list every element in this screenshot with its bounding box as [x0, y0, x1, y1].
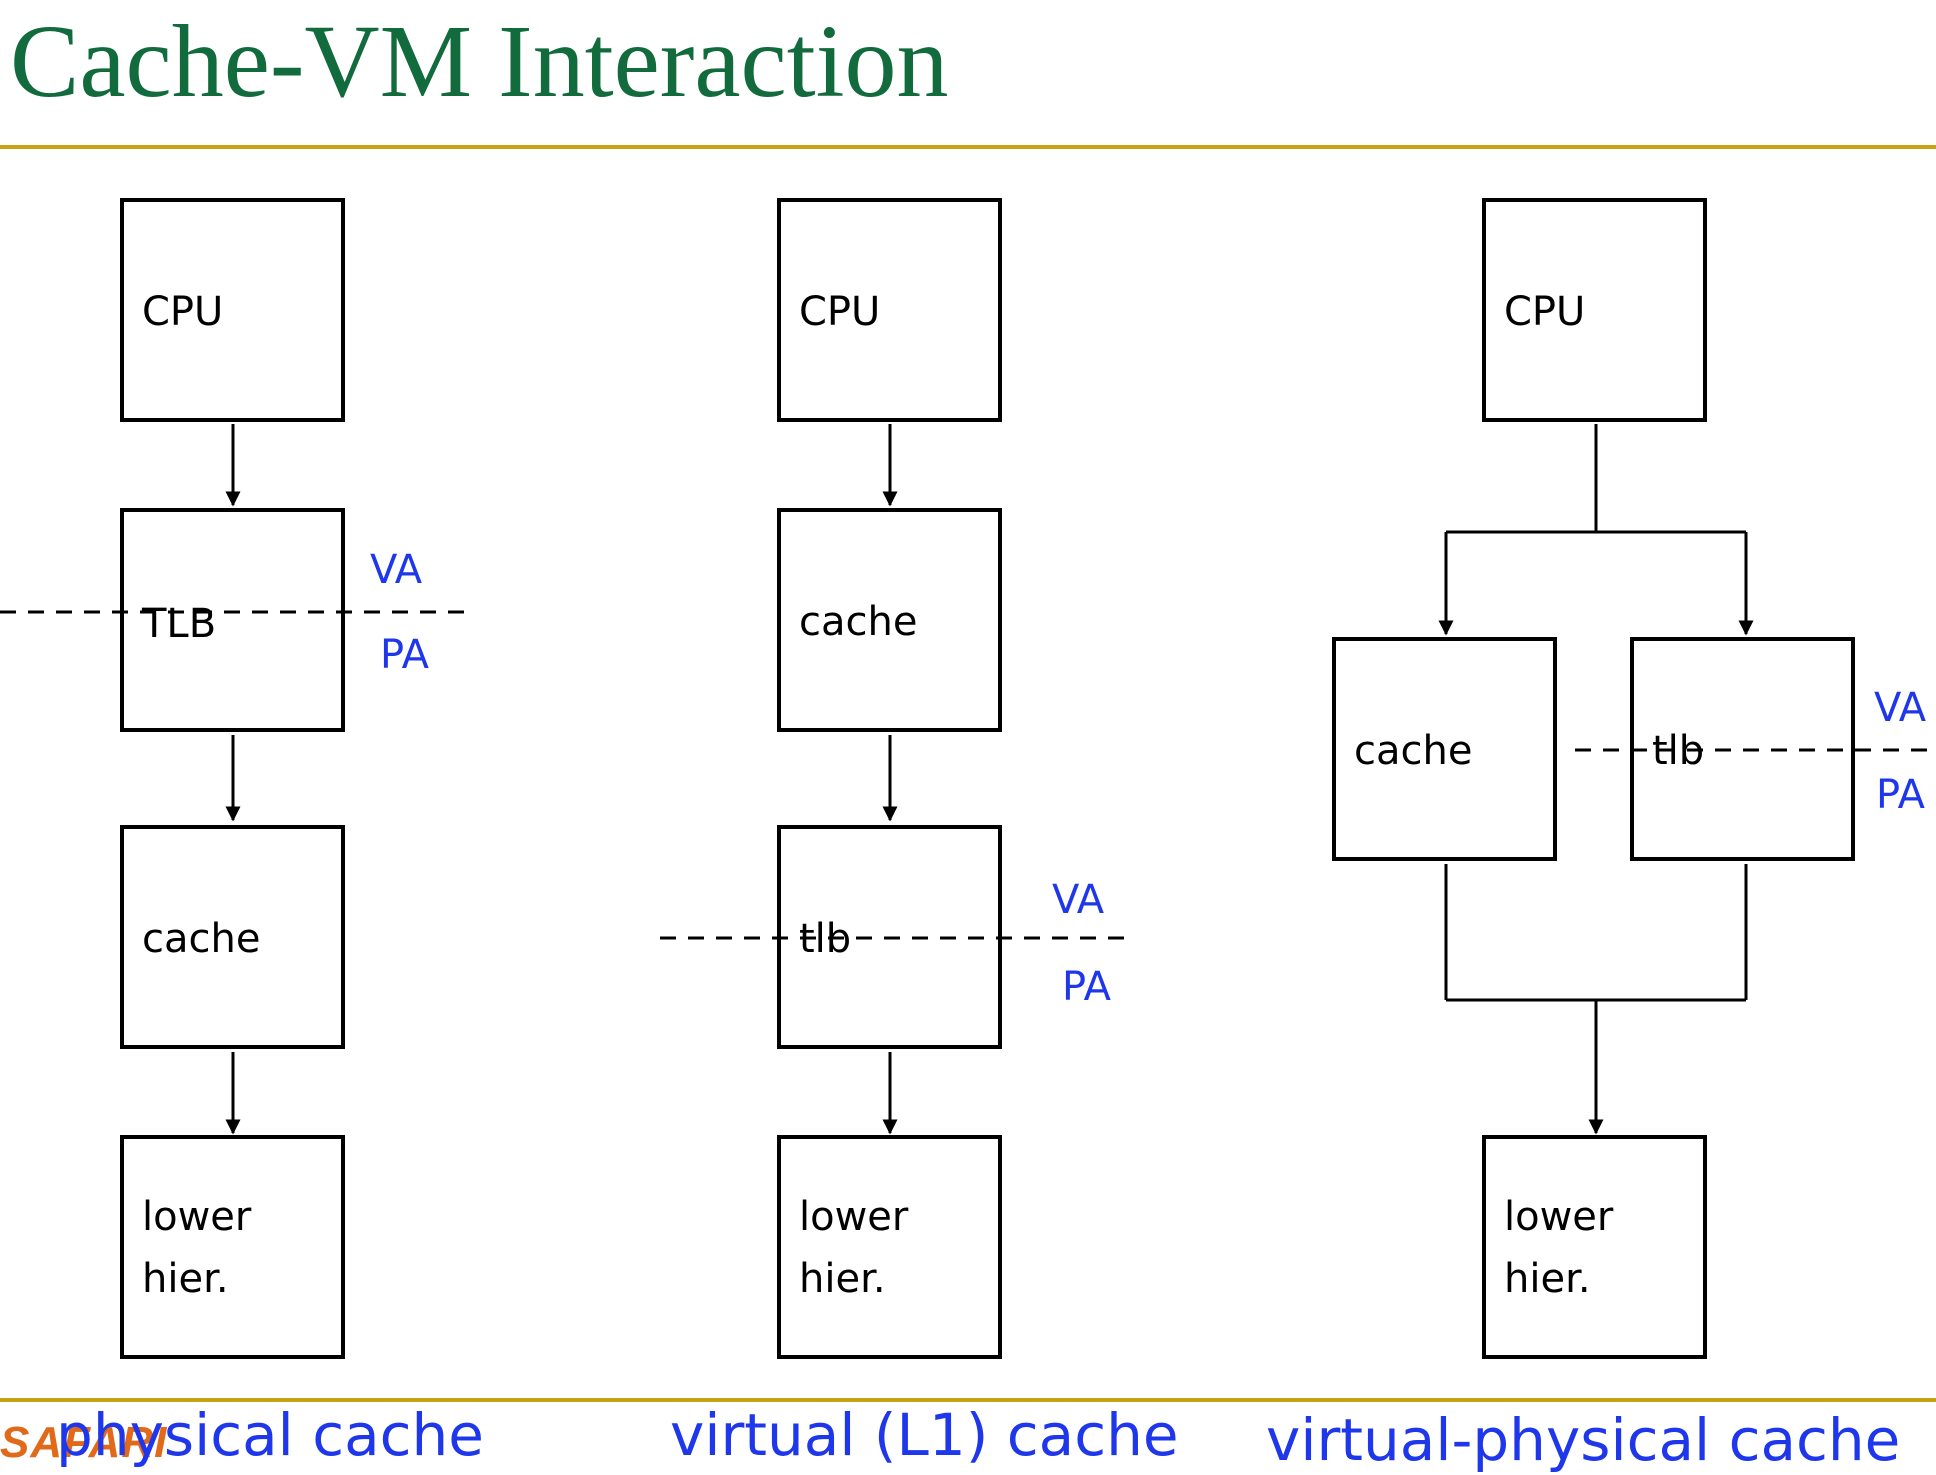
cpu-box-virtual — [777, 198, 1002, 422]
lower-hier-label: lower hier. — [799, 1194, 909, 1302]
slide-title: Cache-VM Interaction — [10, 4, 949, 119]
pa-label-physical: PA — [380, 632, 429, 678]
caption-physical-cache: physical cache — [56, 1401, 484, 1469]
safari-logo: SAFARI — [0, 1418, 168, 1467]
lower-hier-label: lower hier. — [1504, 1194, 1614, 1302]
lower-hier-label: lower hier. — [142, 1194, 252, 1302]
cache-box-vp — [1332, 637, 1557, 861]
tlb-label: tlb — [799, 916, 852, 962]
cpu-label: CPU — [142, 289, 224, 335]
lower-hier-box-physical — [120, 1135, 345, 1359]
lower-hier-box-virtual — [777, 1135, 1002, 1359]
va-label-physical: VA — [370, 547, 423, 593]
cache-box-physical — [120, 825, 345, 1049]
cache-label: cache — [142, 916, 261, 962]
tlb-box-physical — [120, 508, 345, 732]
caption-virtual-l1-cache: virtual (L1) cache — [670, 1401, 1179, 1469]
pa-label-vp: PA — [1876, 772, 1925, 818]
tlb-label: TLB — [142, 601, 217, 647]
cpu-box-physical — [120, 198, 345, 422]
cpu-box-vp — [1482, 198, 1707, 422]
cache-box-virtual — [777, 508, 1002, 732]
va-label-vp: VA — [1874, 685, 1927, 731]
va-label-virtual: VA — [1052, 877, 1105, 923]
tlb-box-vp — [1630, 637, 1855, 861]
cache-label: cache — [799, 599, 918, 645]
cpu-label: CPU — [1504, 289, 1586, 335]
tlb-label: tlb — [1652, 728, 1705, 774]
top-divider — [0, 145, 1936, 149]
cache-label: cache — [1354, 728, 1473, 774]
caption-virtual-physical-cache: virtual-physical cache — [1266, 1406, 1901, 1474]
pa-label-virtual: PA — [1062, 964, 1111, 1010]
cpu-label: CPU — [799, 289, 881, 335]
lower-hier-box-vp — [1482, 1135, 1707, 1359]
tlb-box-virtual — [777, 825, 1002, 1049]
bottom-divider — [0, 1398, 1936, 1402]
